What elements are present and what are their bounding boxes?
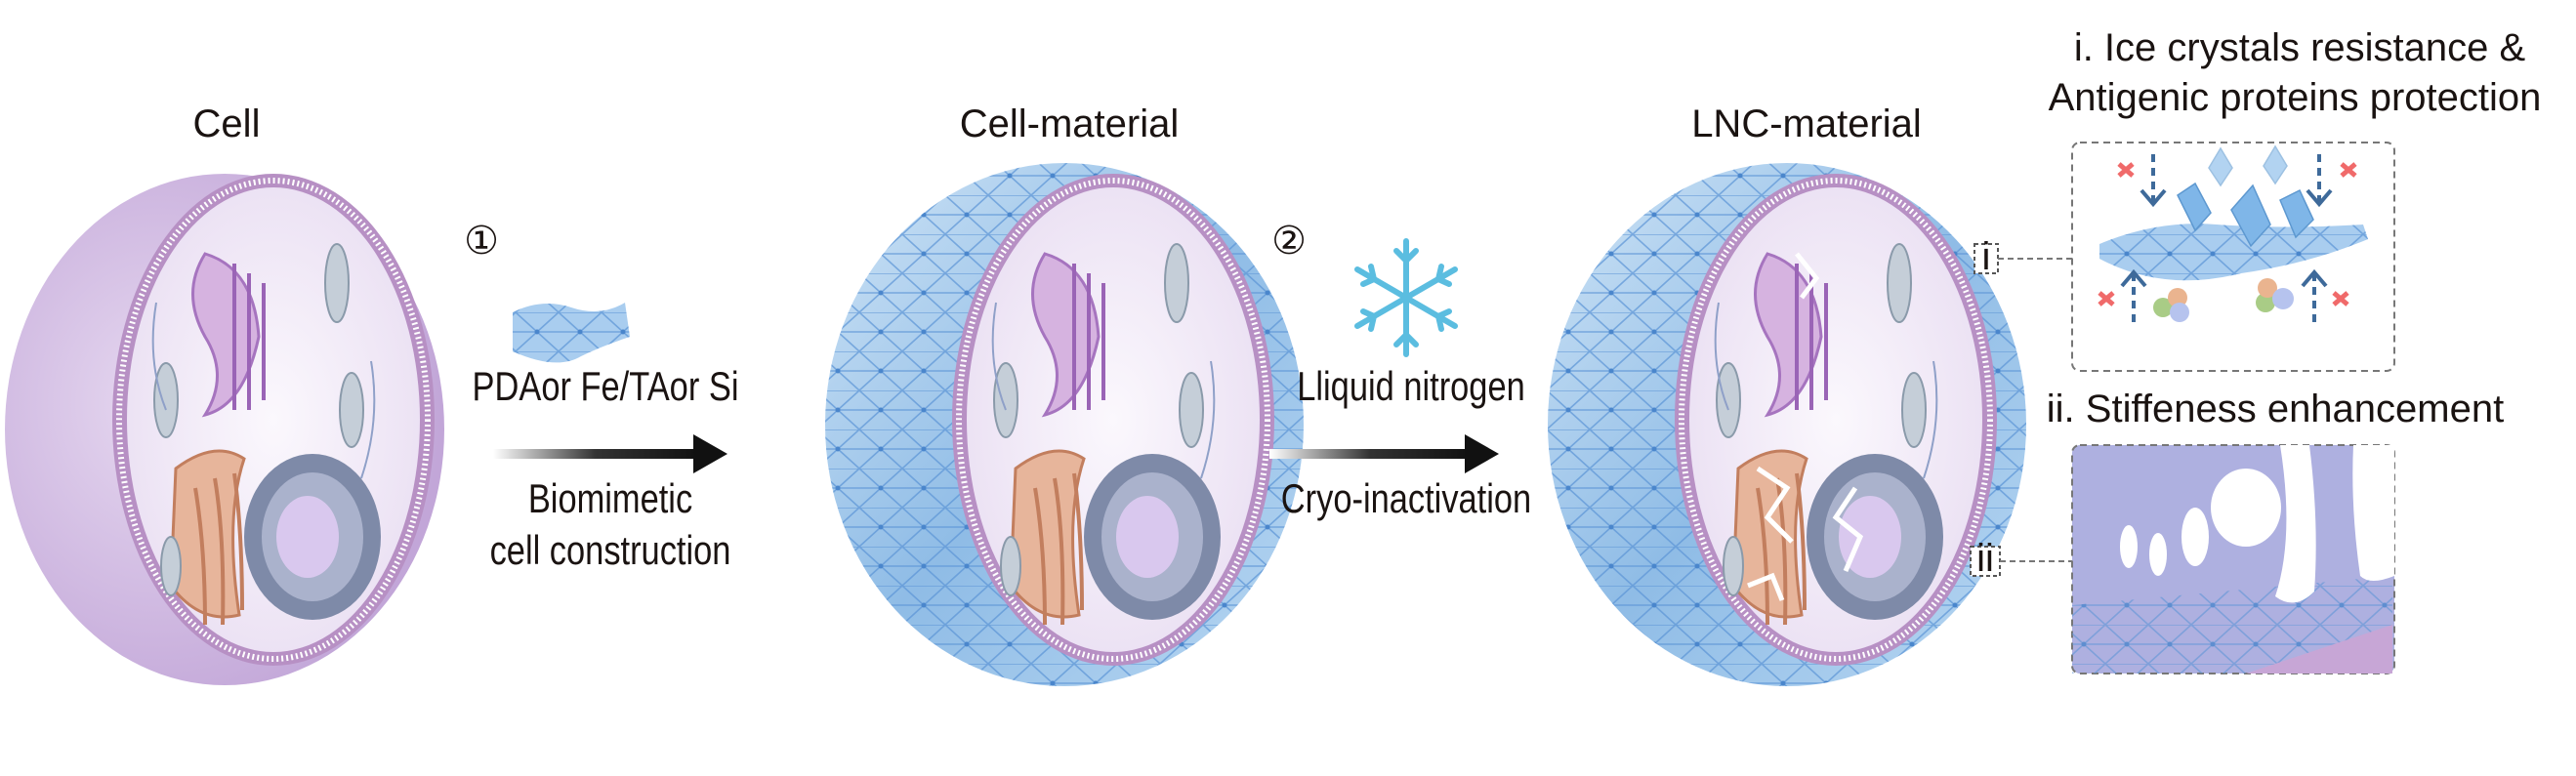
callout-i-marker: i — [1974, 235, 2072, 278]
step1-arrow — [493, 434, 727, 473]
antigenic-proteins — [2153, 278, 2294, 322]
step2-agent: Lliquid nitrogen — [1297, 364, 1525, 410]
cell-illustration — [5, 174, 444, 685]
step1-materials: PDAor Fe/TAor Si — [473, 364, 739, 410]
svg-text:ii: ii — [1976, 537, 1994, 580]
step1-caption-line1: Biomimetic — [528, 476, 692, 522]
cell-interior-fragmented — [1675, 174, 1997, 666]
mesh-sheet-icon — [513, 303, 630, 363]
blocked-x-icons — [2098, 162, 2357, 306]
cell-interior — [112, 174, 435, 666]
dashed-arrows — [2120, 154, 2333, 322]
svg-text:①: ① — [464, 220, 499, 263]
inset-stiffness-panel — [2071, 444, 2395, 674]
stage-title-cell: Cell — [193, 102, 261, 145]
cell-material-illustration — [825, 163, 1304, 686]
step2-arrow — [1269, 434, 1499, 473]
snowflake-icon — [1354, 238, 1458, 357]
step2-caption: Cryo-inactivation — [1281, 476, 1531, 522]
inset-i-title-line1: i. Ice crystals resistance & — [2074, 26, 2526, 69]
svg-text:i: i — [1982, 235, 1991, 278]
step1-number: ① — [464, 220, 499, 263]
stage-title-cell-material: Cell-material — [960, 102, 1180, 145]
stage-title-lnc-material: LNC-material — [1691, 102, 1922, 145]
ice-damage-cracks — [1747, 252, 1864, 601]
step2-number: ② — [1271, 220, 1307, 263]
callout-ii-marker: ii — [1970, 537, 2072, 580]
step1-caption-line2: cell construction — [490, 528, 731, 574]
ice-crystals — [2177, 144, 2314, 248]
membrane-stretch-gaps — [2120, 445, 2394, 603]
inset-ice-crystal-panel — [2071, 142, 2395, 372]
lnc-material-illustration — [1548, 163, 2026, 686]
inset-ii-title: ii. Stiffeness enhancement — [2047, 388, 2504, 430]
cell-interior — [952, 174, 1274, 666]
inset-i-title-line2: Antigenic proteins protection — [2049, 76, 2542, 119]
